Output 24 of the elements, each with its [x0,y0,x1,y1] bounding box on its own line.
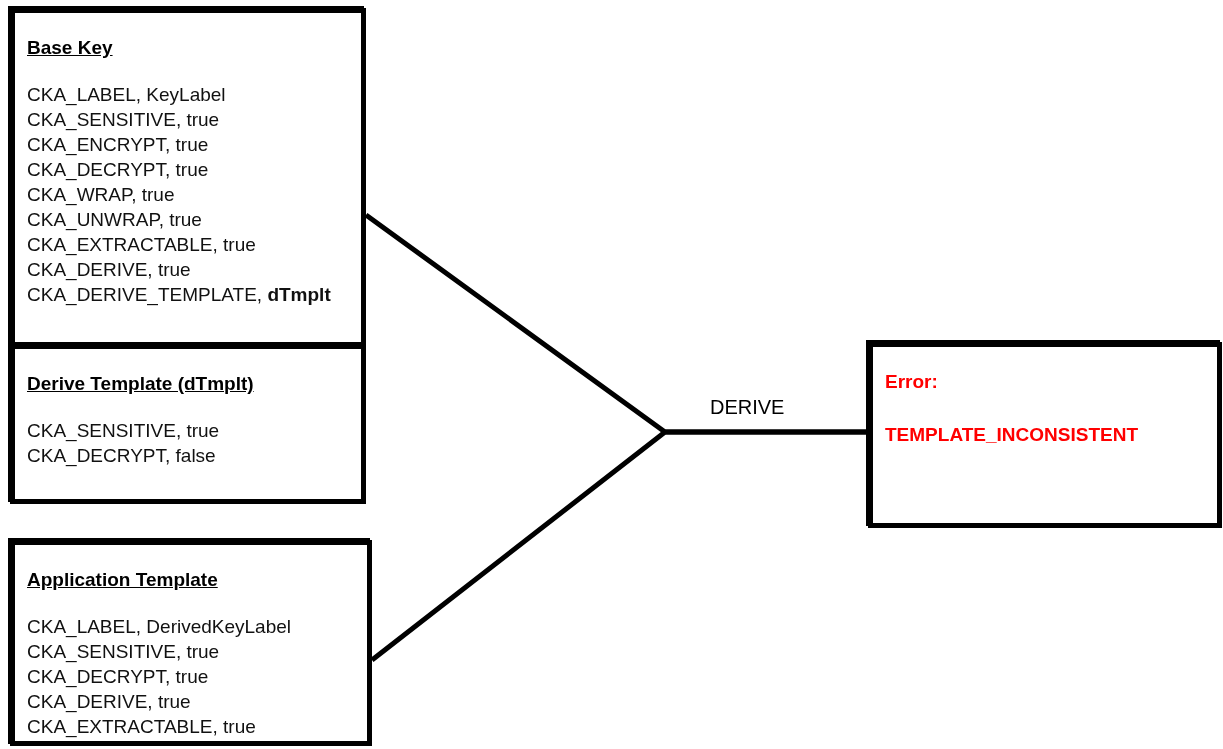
template-box [10,540,372,746]
attribute-line: CKA_SENSITIVE, true [27,419,220,443]
attribute-line: CKA_DERIVE, true [27,690,191,714]
box-heading: Derive Template (dTmplt) [27,372,254,396]
connector-line [370,429,868,662]
attribute-line: CKA_DERIVE_TEMPLATE, dTmplt [27,283,331,307]
attribute-line: CKA_SENSITIVE, true [27,108,220,132]
attribute-line: CKA_EXTRACTABLE, true [27,233,256,257]
attribute-line: CKA_EXTRACTABLE, true [27,715,256,739]
attribute-line: CKA_DECRYPT, false [27,444,216,468]
box-heading: Application Template [27,568,218,592]
attribute-line: CKA_UNWRAP, true [27,208,202,232]
attribute-line: CKA_ENCRYPT, true [27,133,209,157]
error-message: TEMPLATE_INCONSISTENT [885,423,1138,447]
attribute-line: CKA_LABEL, KeyLabel [27,83,226,107]
attribute-line: CKA_DERIVE, true [27,258,191,282]
attribute-line: CKA_SENSITIVE, true [27,640,220,664]
attribute-line: CKA_DECRYPT, true [27,158,209,182]
error-heading: Error: [885,370,938,394]
error-box [868,342,1222,528]
attribute-line: CKA_WRAP, true [27,183,175,207]
attribute-line: CKA_LABEL, DerivedKeyLabel [27,615,292,639]
attribute-line: CKA_DECRYPT, true [27,665,209,689]
box-heading: Base Key [27,36,113,60]
